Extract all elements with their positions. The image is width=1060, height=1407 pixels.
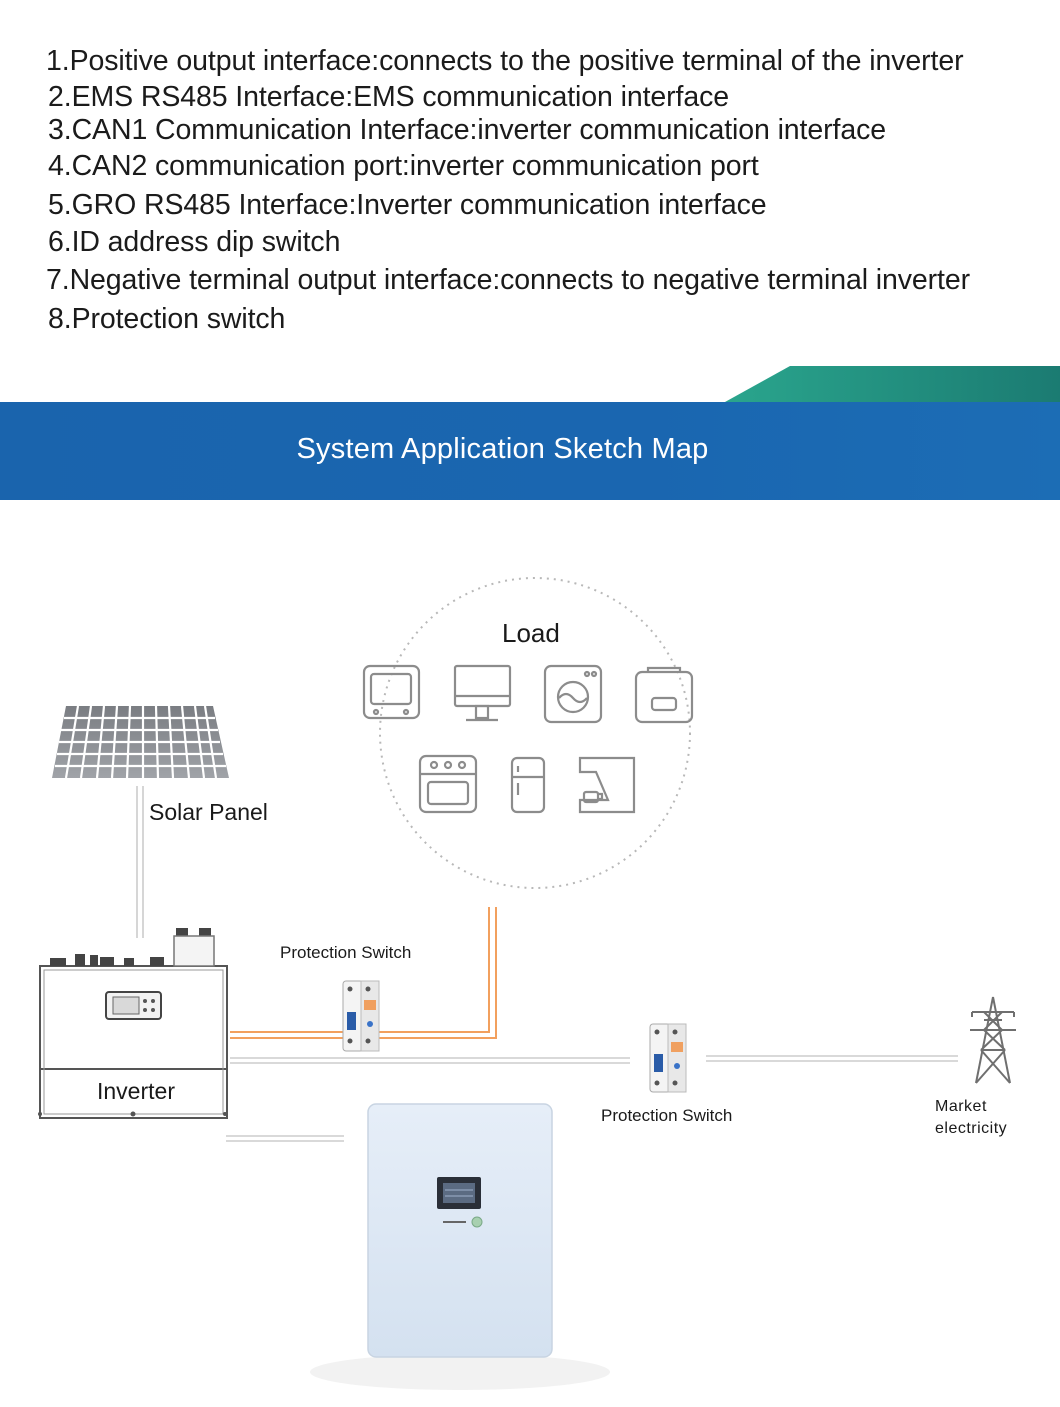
- banner-title: System Application Sketch Map: [296, 433, 709, 465]
- solar-panel-label: Solar Panel: [149, 799, 268, 825]
- diagram-canvas: [38, 577, 1016, 1390]
- banner-accent-stripe: [725, 366, 1060, 402]
- load-label: Load: [502, 618, 560, 648]
- load-circle: [379, 577, 691, 889]
- interface-spec-list: 1.Positive output interface:connects to …: [0, 0, 1060, 340]
- spec-item: 7.Negative terminal output interface:con…: [46, 264, 970, 296]
- protection-switch-2: [649, 1023, 687, 1093]
- grid-wire: [226, 1055, 958, 1142]
- refrigerator-icon: [510, 756, 546, 814]
- system-diagram: Load Solar Panel Inverter Protection Swi…: [0, 500, 1060, 1407]
- market-electricity-label: Market electricity: [935, 1098, 1008, 1137]
- inverter: [38, 928, 228, 1119]
- spec-item: 4.CAN2 communication port:inverter commu…: [48, 150, 759, 182]
- oven-icon: [418, 754, 478, 814]
- spec-item: 2.EMS RS485 Interface:EMS communication …: [48, 81, 729, 113]
- monitor-icon: [453, 664, 512, 722]
- protection-switch-1: [342, 980, 380, 1052]
- microwave-icon: [634, 666, 694, 724]
- spec-item: 6.ID address dip switch: [48, 226, 341, 258]
- section-banner: System Application Sketch Map: [0, 402, 1060, 500]
- coffee-machine-icon: [578, 756, 636, 814]
- protection-switch-label: Protection Switch: [601, 1106, 733, 1125]
- spec-item: 5.GRO RS485 Interface:Inverter communica…: [48, 189, 767, 221]
- tv-icon: [362, 664, 421, 720]
- inverter-label: Inverter: [97, 1078, 175, 1104]
- spec-item: 1.Positive output interface:connects to …: [46, 45, 964, 77]
- spec-item: 8.Protection switch: [48, 303, 286, 335]
- battery-unit: [310, 1103, 610, 1390]
- power-tower-icon: [970, 996, 1016, 1084]
- washing-machine-icon: [543, 664, 603, 724]
- spec-item: 3.CAN1 Communication Interface:inverter …: [48, 114, 886, 146]
- load-ac-wire: [230, 907, 497, 1039]
- solar-panel: [52, 705, 229, 779]
- solar-to-inverter-wire: [136, 786, 144, 938]
- protection-switch-label: Protection Switch: [280, 943, 412, 962]
- load-icons: [362, 664, 694, 814]
